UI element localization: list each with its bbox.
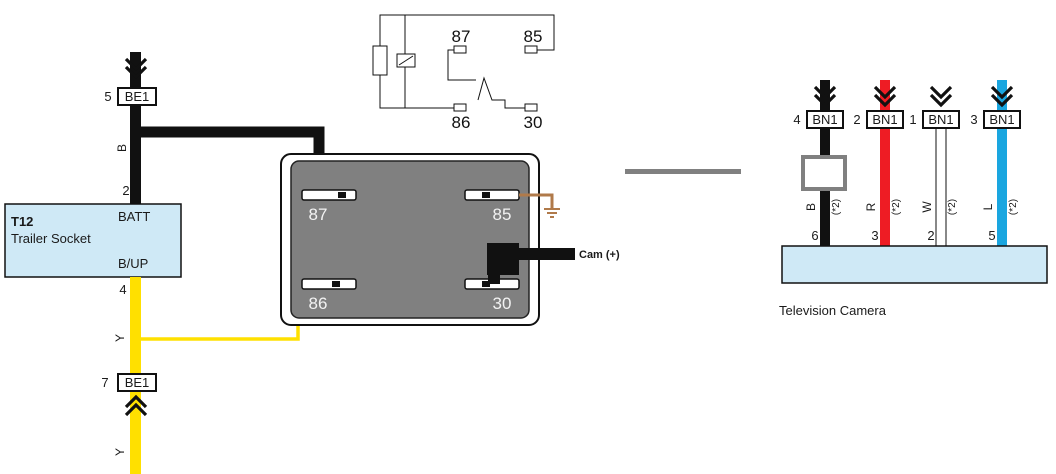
camera-terminal-2-connector: [866, 110, 904, 129]
batt-wire-black: [130, 52, 141, 204]
pin-bup-label: B/UP: [118, 256, 148, 271]
camera-terminal-4-pin: 5: [988, 228, 995, 243]
connector-be1-bottom: [117, 373, 157, 392]
camera-terminal-3-connector-label: BN1: [928, 112, 953, 127]
camera-terminal-2-note: (*2): [891, 199, 902, 215]
camera-terminal-1-connector-pin: 4: [793, 112, 800, 127]
connector-be1-bottom-label: BE1: [125, 375, 150, 390]
pin-batt-label: BATT: [118, 209, 150, 224]
wire-color-top: B: [115, 144, 129, 152]
camera-terminal-2-connector-pin: 2: [853, 112, 860, 127]
camera-terminal-2-connector-label: BN1: [872, 112, 897, 127]
connector-be1-top: [117, 87, 157, 106]
camera-terminal-2-pin: 3: [871, 228, 878, 243]
schematic-terminal-85: 85: [524, 27, 543, 46]
trailer-socket-code: T12: [11, 214, 33, 229]
wire-85-ground: [519, 193, 554, 209]
relay-terminal-85: 85: [493, 205, 512, 224]
camera-terminal-3-connector-pin: 1: [909, 112, 916, 127]
relay-terminal-86: 86: [309, 294, 328, 313]
camera-terminal-2-wire: [880, 80, 890, 246]
schematic-terminal-86: 86: [452, 113, 471, 132]
camera-name: Television Camera: [779, 303, 887, 318]
camera-terminal-4-wire: [997, 80, 1007, 246]
ground-icon: [544, 208, 560, 218]
output-cam-label: Cam (+): [579, 249, 620, 261]
camera-terminal-3-note: (*2): [947, 199, 958, 215]
camera-terminal-4-connector: [983, 110, 1021, 129]
relay-terminal-30: 30: [493, 294, 512, 313]
connector-be1-top-label: BE1: [125, 89, 150, 104]
relay-blade-85: [464, 189, 520, 201]
relay-blade-86: [301, 278, 357, 290]
pin-batt-number: 2: [122, 183, 129, 198]
trailer-socket-name: Trailer Socket: [11, 231, 91, 246]
connector-be1-top-pin: 5: [104, 89, 111, 104]
relay-terminal-87: 87: [309, 205, 328, 224]
wire-color-mid: Y: [113, 334, 127, 342]
camera-terminal-3-pin: 2: [927, 228, 934, 243]
camera-terminal-4-connector-pin: 3: [970, 112, 977, 127]
schematic-terminal-87: 87: [452, 27, 471, 46]
camera-terminal-3-arrow-icon: [929, 85, 953, 107]
camera-terminal-1-connector-label: BN1: [812, 112, 837, 127]
camera-terminal-2-wire-color: R: [864, 202, 878, 211]
schematic-terminal-30: 30: [524, 113, 543, 132]
camera-terminal-3-connector: [922, 110, 960, 129]
separator-line: [625, 169, 741, 174]
wire-color-bottom: Y: [113, 448, 127, 456]
camera-terminal-4-connector-label: BN1: [989, 112, 1014, 127]
camera-terminal-1-pin: 6: [811, 228, 818, 243]
relay-schematic: [372, 14, 555, 112]
camera-terminal-4-note: (*2): [1008, 199, 1019, 215]
camera-terminal-1-wire-color: B: [804, 203, 818, 211]
trailer-socket-box: [4, 203, 182, 278]
camera-terminal-3-wire-color: W: [920, 201, 934, 213]
pin-bup-number: 4: [119, 282, 126, 297]
camera-terminal-3-wire: [935, 127, 947, 247]
camera-box: [781, 245, 1048, 284]
camera-inline-component: [801, 155, 847, 191]
connector-be1-bottom-pin: 7: [101, 375, 108, 390]
camera-terminal-1-note: (*2): [831, 199, 842, 215]
camera-terminal-1-connector: [806, 110, 844, 129]
relay-blade-87: [301, 189, 357, 201]
camera-terminal-4-wire-color: L: [981, 203, 995, 210]
wire-30-junction: [487, 243, 519, 275]
